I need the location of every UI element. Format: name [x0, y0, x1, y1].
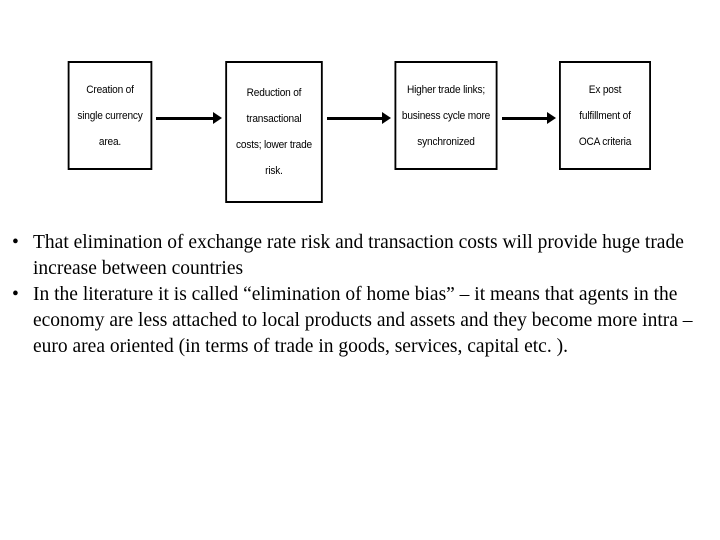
bullet-item: • In the literature it is called “elimin…	[0, 282, 720, 360]
flow-box-3-line-2: business cycle more	[401, 109, 491, 122]
arrow-shaft	[327, 117, 382, 120]
flow-box-1-line-1: Creation of	[86, 83, 134, 96]
bullet-marker-icon: •	[12, 232, 19, 253]
arrow-shaft	[156, 117, 213, 120]
flow-box-2-line-2: transactional	[246, 113, 302, 125]
flow-box-ex-post-fulfillment-of-oca-criteria: Ex post fulfillment of OCA criteria	[559, 61, 651, 170]
arrow-head	[213, 112, 222, 124]
flow-box-3-line-3: synchronized	[417, 135, 475, 148]
arrow-head	[547, 112, 556, 124]
flow-box-reduction-of-transactional-costs: Reduction of transactional costs; lower …	[225, 61, 323, 203]
flow-box-4-line-3: OCA criteria	[578, 135, 632, 148]
arrow-box1-to-box2-icon	[156, 112, 222, 124]
arrow-box3-to-box4-icon	[502, 112, 556, 124]
flow-box-2-line-1: Reduction of	[246, 87, 302, 99]
arrow-head	[382, 112, 391, 124]
bullet-text: That elimination of exchange rate risk a…	[33, 232, 684, 279]
flow-box-1-line-3: area.	[98, 135, 122, 148]
flow-box-higher-trade-links: Higher trade links; business cycle more …	[394, 61, 498, 170]
flow-diagram: Creation of single currency area. Reduct…	[0, 0, 720, 215]
flow-box-2-line-4: risk.	[265, 165, 283, 177]
arrow-box2-to-box3-icon	[327, 112, 391, 124]
bullet-text: In the literature it is called “eliminat…	[33, 284, 693, 357]
flow-box-3-line-1: Higher trade links;	[406, 83, 486, 96]
flow-box-creation-of-single-currency-area: Creation of single currency area.	[67, 61, 153, 170]
bullet-list: • That elimination of exchange rate risk…	[0, 230, 720, 360]
flow-box-4-line-1: Ex post	[588, 83, 622, 96]
bullet-item: • That elimination of exchange rate risk…	[0, 230, 720, 282]
bullet-marker-icon: •	[12, 284, 19, 305]
arrow-shaft	[502, 117, 547, 120]
flow-box-1-line-2: single currency	[77, 109, 143, 122]
flow-box-4-line-2: fulfillment of	[579, 109, 631, 122]
flow-box-2-line-3: costs; lower trade	[235, 139, 312, 151]
